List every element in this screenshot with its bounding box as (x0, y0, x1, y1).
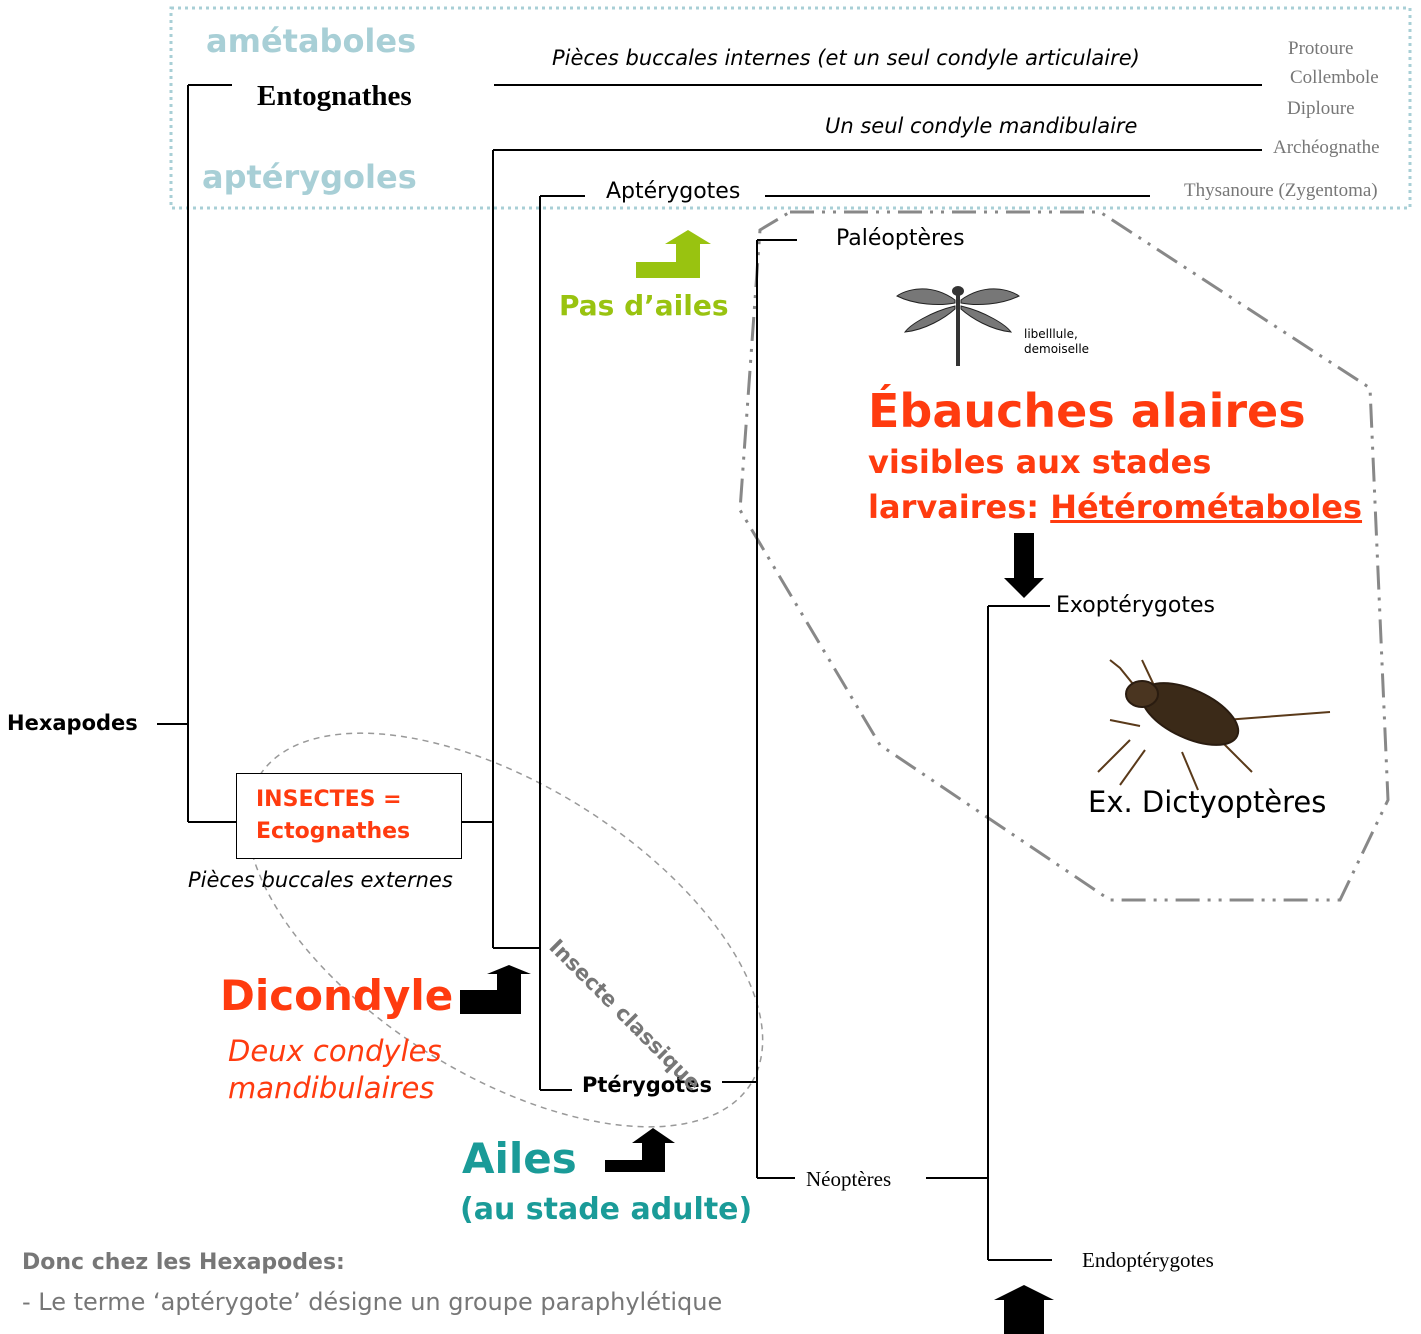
apterygoles-label: aptérygoles (202, 158, 417, 196)
clade-entognathes: Entognathes (257, 80, 412, 112)
char-wing-buds: Ébauches alaires (868, 384, 1306, 438)
char-adult-stage: (au stade adulte) (460, 1192, 753, 1227)
caption-dragonfly-line1: libelllule, (1024, 327, 1078, 341)
char-two-condyles-line1: Deux condyles (228, 1034, 442, 1068)
heterometaboles-down-arrow (1004, 533, 1044, 598)
caption-dragonfly-line2: demoiselle (1024, 342, 1090, 356)
clade-neopteres: Néoptères (806, 1167, 892, 1191)
insecte-classique-ellipse (246, 732, 764, 1128)
clade-apterygotes: Aptérygotes (606, 179, 741, 204)
no-wings-arrow (636, 230, 711, 278)
taxon-protoure: Protoure (1288, 38, 1354, 59)
caption-cockroach: Ex. Dictyoptères (1088, 785, 1327, 819)
endopterygotes-up-arrow (994, 1285, 1054, 1334)
dragonfly-image (896, 286, 1020, 366)
clade-paleopteres: Paléoptères (836, 226, 965, 251)
footer-conclusion: Donc chez les Hexapodes: (22, 1250, 345, 1275)
char-wings: Ailes (462, 1134, 577, 1183)
taxon-thysanoure: Thysanoure (Zygentoma) (1184, 180, 1378, 201)
char-visible-larval-line1: visibles aux stades (868, 443, 1212, 481)
tree-branches (157, 84, 1262, 1261)
clade-exopterygotes: Exoptérygotes (1056, 593, 1215, 618)
ametaboles-label: amétaboles (206, 22, 417, 60)
char-two-condyles-line2: mandibulaires (228, 1071, 435, 1105)
cockroach-image (1097, 659, 1331, 791)
apterygoles-zone-box (169, 6, 1412, 210)
char-external-mouthparts: Pièces buccales externes (188, 868, 453, 892)
taxon-archeognathe: Archéognathe (1273, 137, 1380, 158)
clade-insectes-line2: Ectognathes (256, 819, 411, 844)
char-no-wings: Pas d’ailes (559, 289, 729, 322)
clade-pterygotes: Ptérygotes (582, 1073, 712, 1097)
visible-larval-text: larvaires: (868, 488, 1051, 526)
clade-hexapodes: Hexapodes (7, 711, 138, 735)
no-wings-arrow-base (636, 262, 676, 278)
char-visible-larval-line2: larvaires: Hétérométaboles (868, 491, 1362, 523)
taxon-collembole: Collembole (1290, 67, 1379, 88)
clade-endopterygotes: Endoptérygotes (1082, 1248, 1214, 1272)
wings-arrow (605, 1128, 675, 1172)
clade-insectes-line1: INSECTES = (256, 787, 402, 812)
char-internal-mouthparts: Pièces buccales internes (et un seul con… (552, 46, 1140, 70)
heterometaboles-term: Hétérométaboles (1050, 488, 1363, 526)
char-dicondyle: Dicondyle (220, 971, 454, 1020)
char-one-condyle: Un seul condyle mandibulaire (825, 114, 1138, 138)
taxon-diploure: Diploure (1287, 98, 1355, 119)
footer-line1: - Le terme ‘aptérygote’ désigne un group… (22, 1288, 723, 1316)
dicondyle-arrow (460, 965, 531, 1014)
insectes-box (236, 773, 462, 859)
